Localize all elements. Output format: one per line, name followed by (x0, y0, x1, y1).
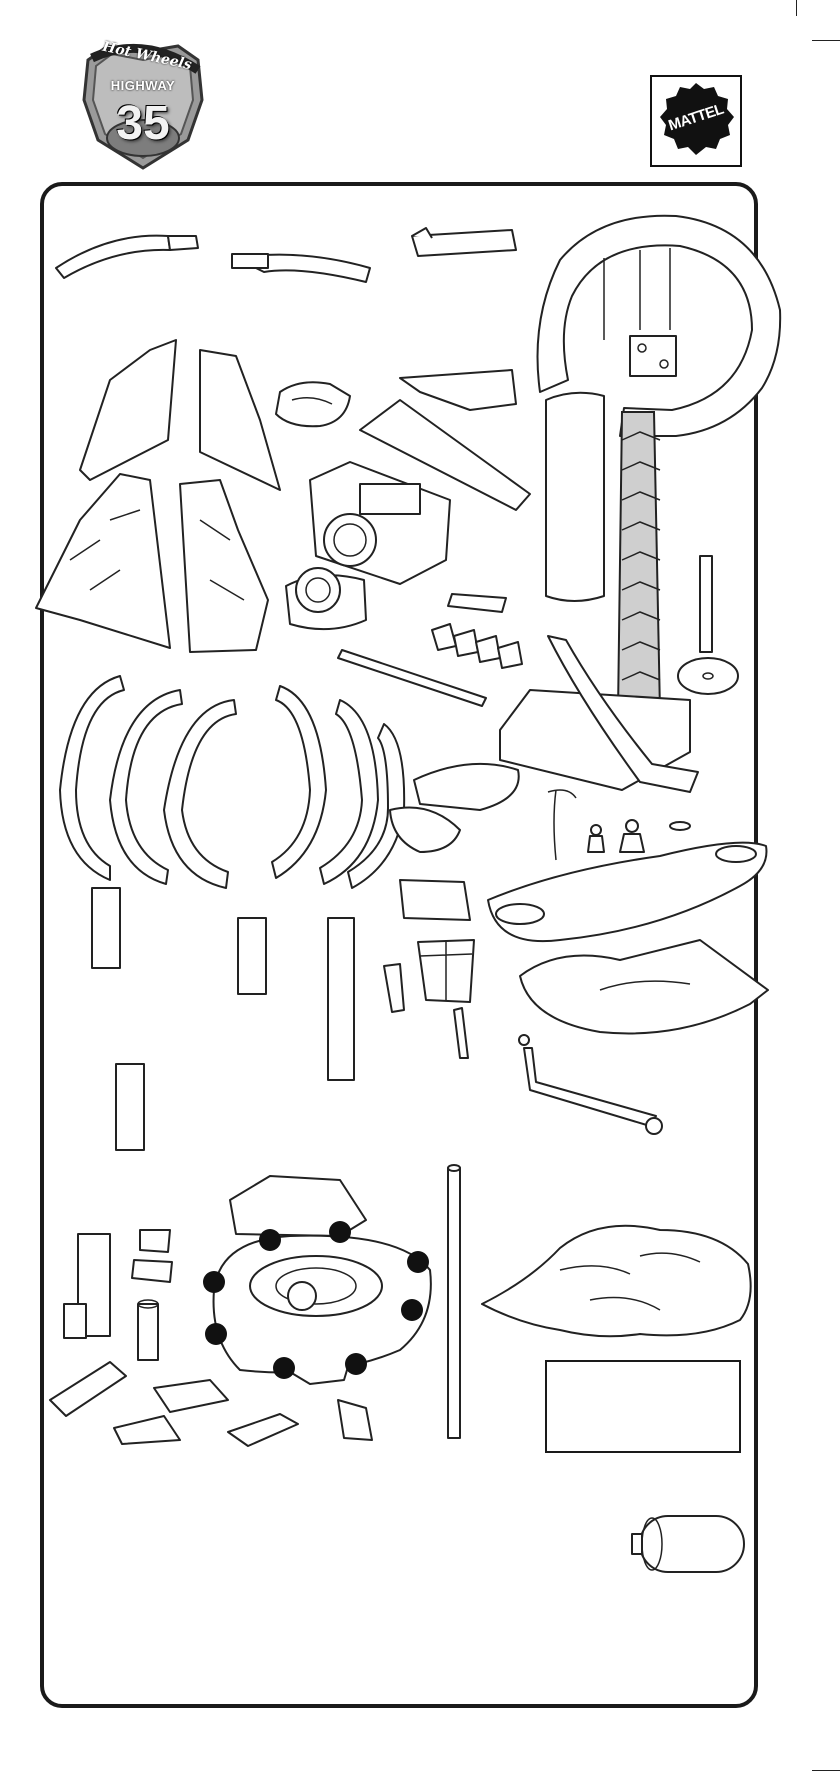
rock-landscape-icon (482, 1226, 751, 1337)
car-launcher-icon (390, 764, 576, 860)
curved-track-icon (232, 254, 370, 282)
loop-ring-icon (60, 676, 404, 888)
flag-piece-icon (384, 880, 474, 1058)
long-pole-icon (448, 1165, 460, 1438)
straight-track-icon (412, 228, 516, 256)
base-track-icon (488, 843, 766, 941)
rock-piece-icon (276, 382, 350, 426)
loop-tower-icon (500, 216, 780, 792)
blank-label-box (545, 1360, 741, 1453)
small-parts-icon (50, 1230, 228, 1444)
booster-motor-icon (286, 462, 450, 629)
track-strip-icon (92, 888, 354, 1150)
curve-base-icon (520, 940, 768, 1033)
toy-car-icon (228, 1400, 372, 1446)
battery-icon (632, 1516, 744, 1572)
figure-icon (588, 820, 690, 852)
ladder-track-icon (519, 1035, 662, 1134)
curved-track-icon (56, 236, 198, 278)
volcano-base-icon (36, 474, 268, 652)
support-pole-icon (678, 556, 738, 694)
station-playset-icon (214, 1176, 431, 1384)
volcano-panel-icon (80, 340, 280, 490)
